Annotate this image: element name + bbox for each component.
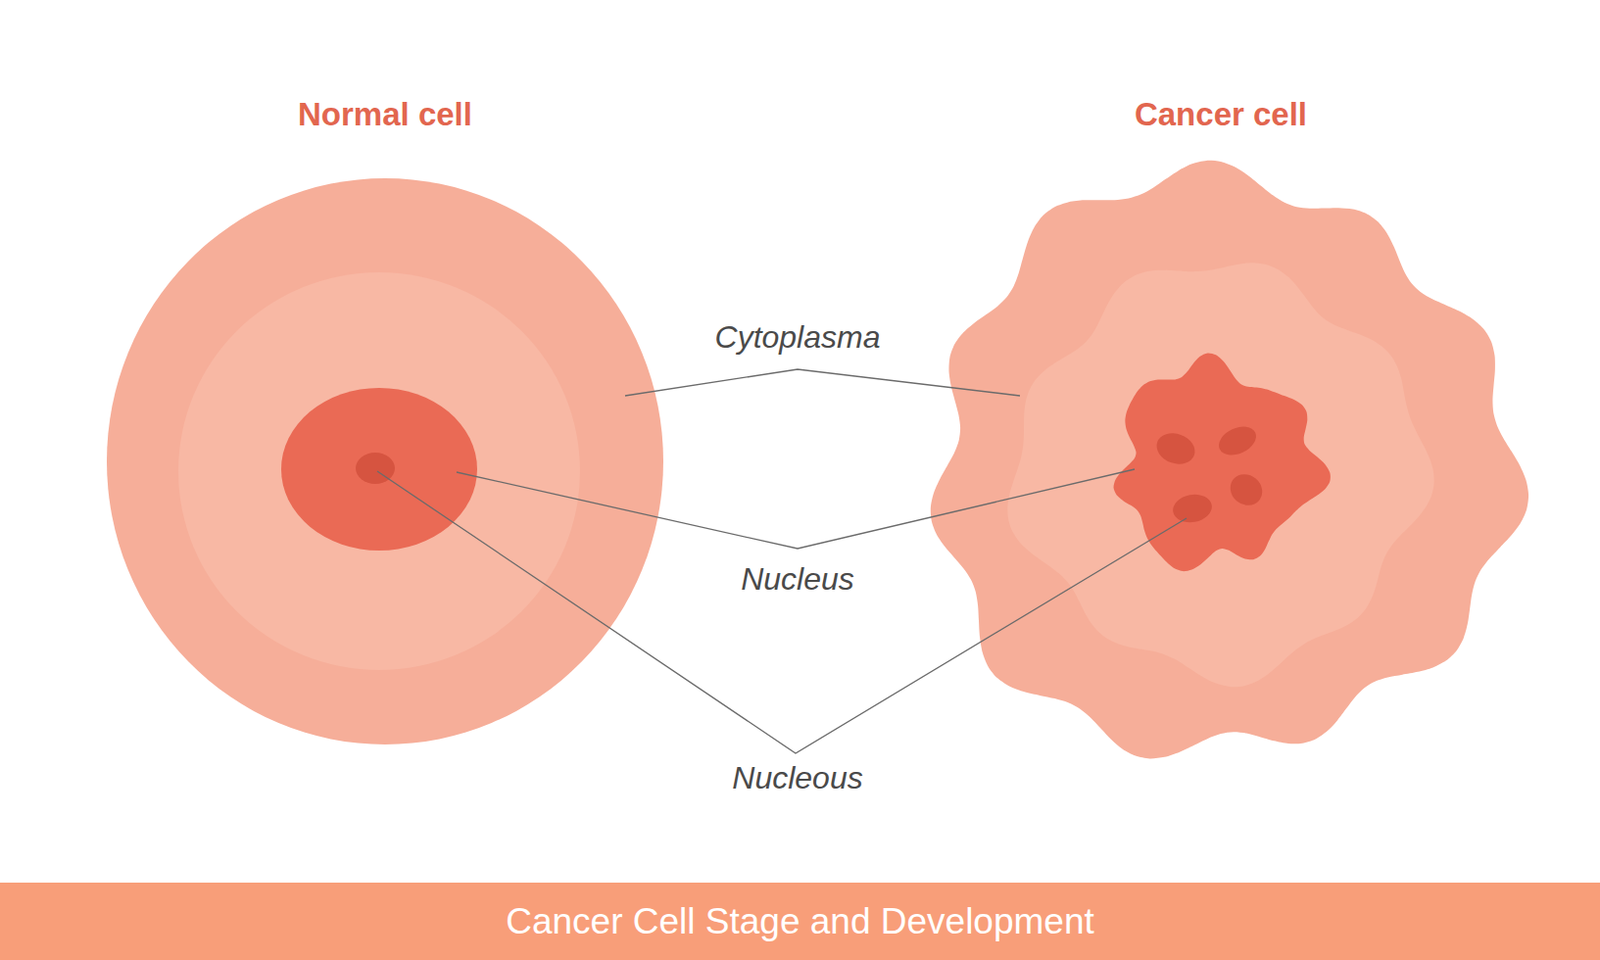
normal-cell-figure [106, 178, 664, 745]
inner-cytoplasm [178, 272, 581, 671]
cell-membrane [930, 160, 1529, 760]
nucleolus [1152, 428, 1200, 470]
cancer-cell-figure [930, 160, 1529, 760]
nucleus [281, 387, 478, 551]
caption-band: Cancer Cell Stage and Development [505, 901, 1095, 943]
inner-cytoplasm [1007, 262, 1434, 687]
cell-heading: Normal cell [96, 96, 674, 134]
part-label: Nucleous [727, 760, 867, 797]
cell-node: Normal cell [96, 96, 674, 745]
part-label: Cytoplasma [711, 319, 885, 356]
cell-node: Cancer cell [917, 96, 1525, 755]
cell-heading: Cancer cell [917, 96, 1525, 134]
nucleolus [1170, 491, 1214, 527]
leader-line [625, 369, 1020, 396]
nucleus [1114, 352, 1331, 572]
leader-lines [377, 369, 1187, 754]
part-label: Nucleus [736, 561, 859, 598]
footer-band: Cancer Cell Stage and Development [0, 882, 1600, 960]
nucleolus [1213, 421, 1261, 461]
leader-line [377, 471, 1187, 754]
leader-line [456, 469, 1135, 549]
nucleolus [1223, 468, 1268, 513]
cell-membrane [106, 178, 664, 745]
